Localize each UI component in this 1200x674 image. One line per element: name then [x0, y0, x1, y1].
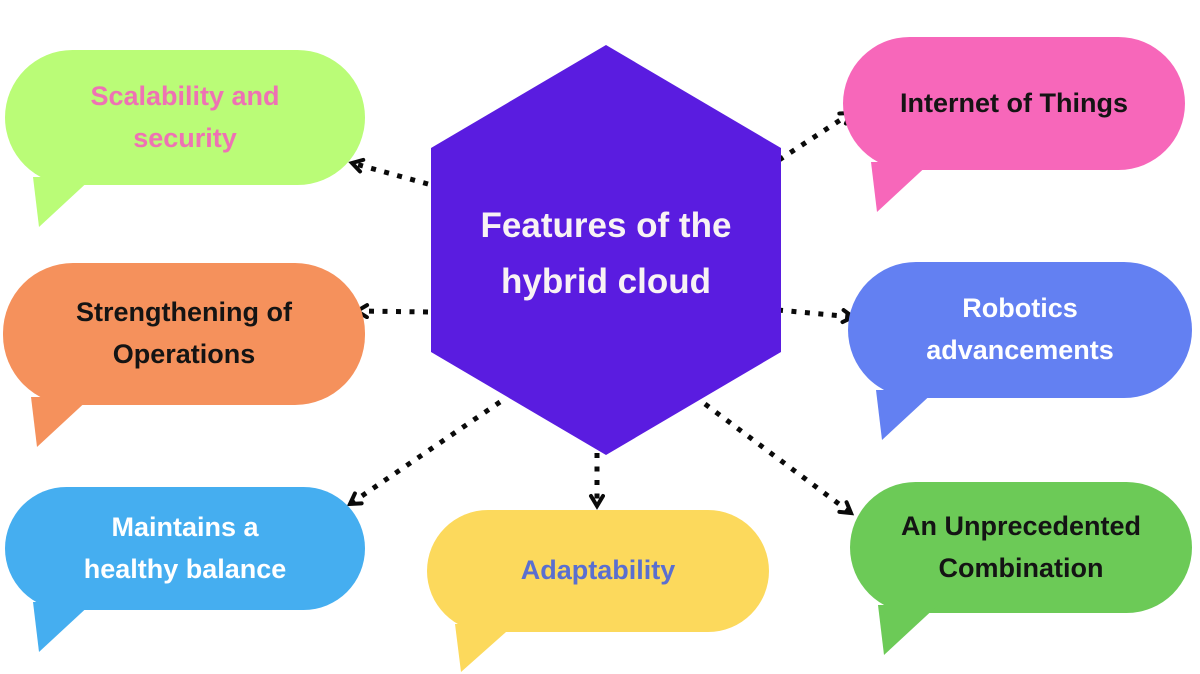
arrow-to-internet-of-things — [777, 110, 855, 163]
bubble-body: Strengthening of Operations — [3, 263, 365, 405]
bubble-body: Internet of Things — [843, 37, 1185, 170]
bubble-label: Internet of Things — [900, 87, 1128, 118]
bubble-unprecedented-combination: An Unprecedented Combination — [850, 482, 1192, 655]
arrow-to-strengthening-operations — [353, 303, 429, 320]
hexagon-title: Features of the hybrid cloud — [480, 206, 732, 301]
bubble-adaptability: Adaptability — [427, 510, 769, 672]
bubble-scalability-security: Scalability and security — [5, 50, 365, 227]
connector-arrows — [346, 110, 857, 516]
bubble-label: Scalability and security — [90, 80, 280, 153]
arrow-to-unprecedented-combination — [703, 401, 855, 516]
bubble-body: Maintains a healthy balance — [5, 487, 365, 610]
arrow-to-maintains-healthy-balance — [346, 399, 502, 507]
bubble-body: An Unprecedented Combination — [850, 482, 1192, 613]
bubble-internet-of-things: Internet of Things — [843, 37, 1185, 212]
bubble-body: Scalability and security — [5, 50, 365, 185]
bubble-label: An Unprecedented Combination — [900, 510, 1142, 583]
bubble-body: Adaptability — [427, 510, 769, 632]
bubble-strengthening-operations: Strengthening of Operations — [3, 263, 365, 447]
arrow-to-robotics-advancements — [777, 307, 857, 325]
bubble-label: Maintains a healthy balance — [83, 511, 287, 584]
bubble-label: Robotics advancements — [926, 293, 1114, 365]
bubble-maintains-healthy-balance: Maintains a healthy balance — [5, 487, 365, 652]
hexagon-shape — [431, 45, 781, 455]
bubble-label: Adaptability — [520, 555, 676, 586]
bubble-body: Robotics advancements — [848, 262, 1192, 398]
bubble-label: Strengthening of Operations — [76, 297, 292, 369]
bubble-robotics-advancements: Robotics advancements — [848, 262, 1192, 440]
